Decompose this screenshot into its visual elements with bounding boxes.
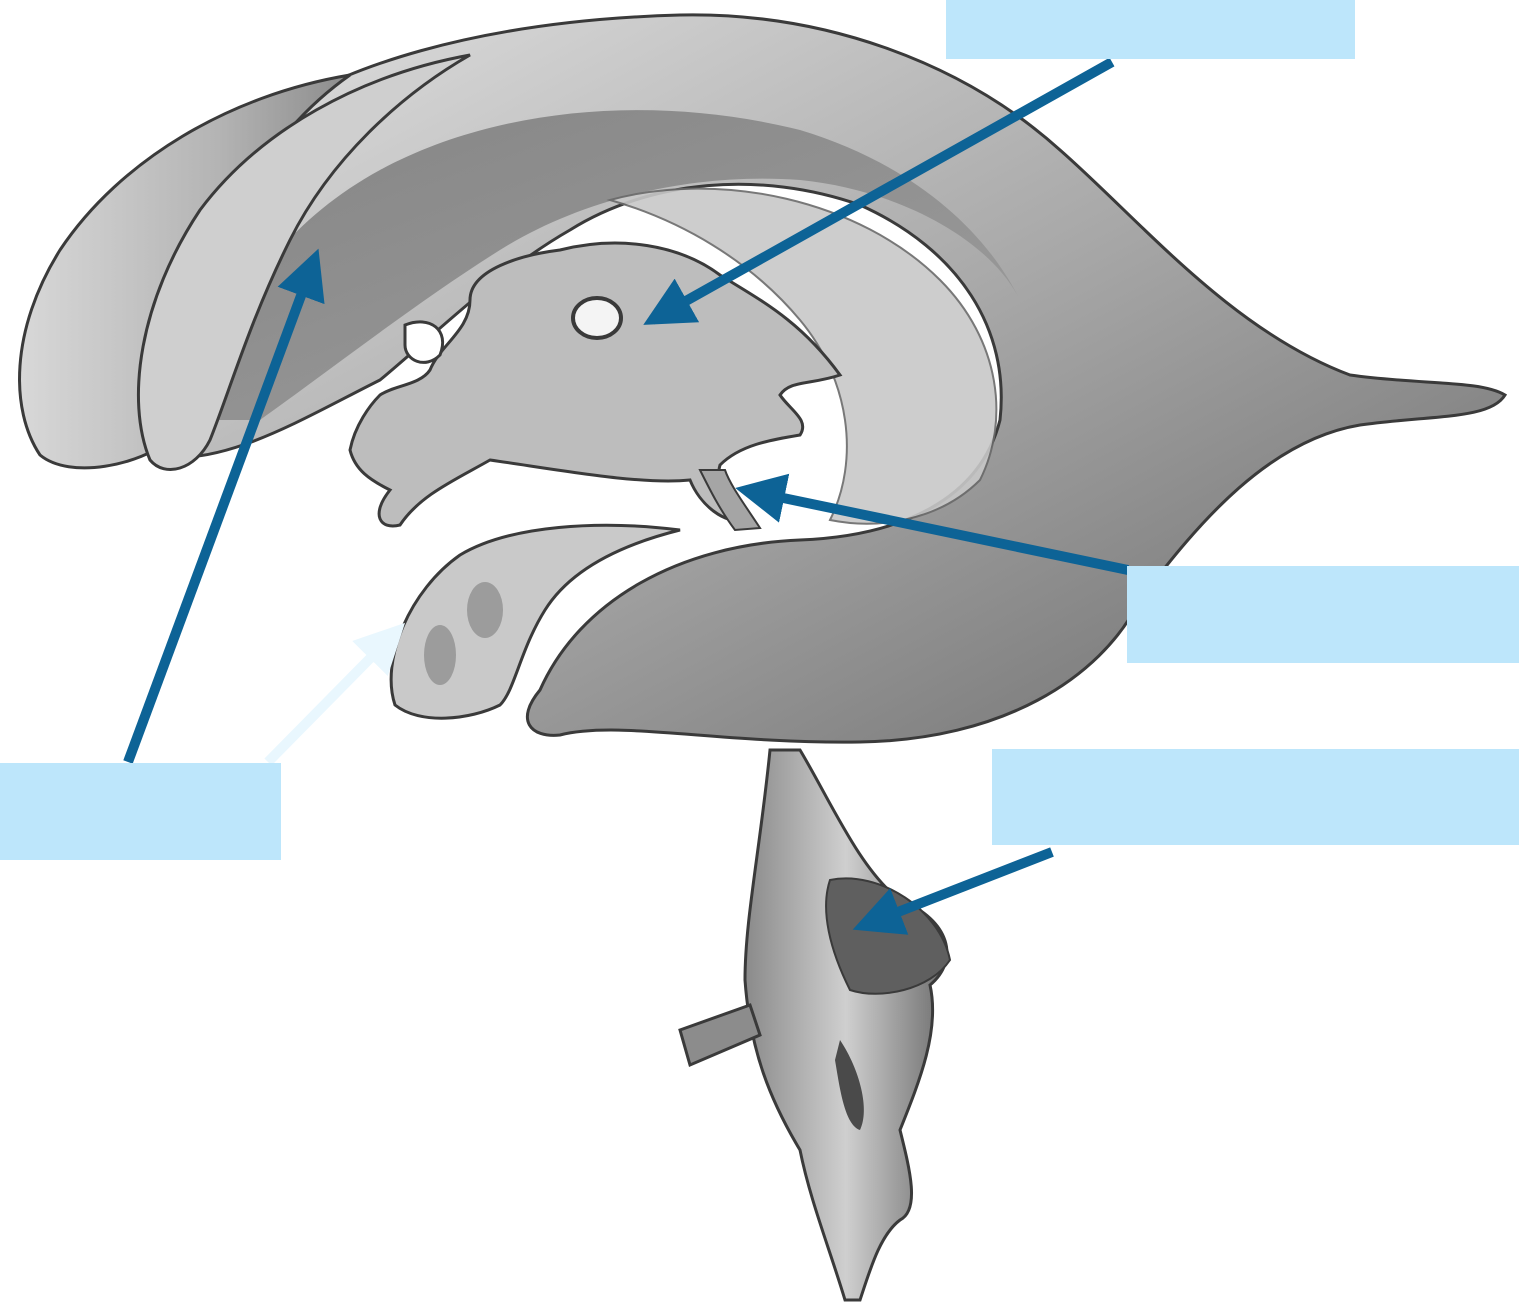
interventricular-foramen [573,298,621,338]
label-box-lower[interactable] [992,749,1519,845]
label-box-left[interactable] [0,763,281,860]
arrow-left-light [268,630,398,762]
label-box-top[interactable] [946,0,1355,59]
horn-cavity-1 [424,625,456,685]
label-box-right[interactable] [1127,566,1519,663]
horn-cavity-2 [467,582,503,638]
fourth-ventricle-side-process [680,1005,760,1065]
third-ventricle-recess [405,322,443,363]
fourth-ventricle [745,750,947,1300]
